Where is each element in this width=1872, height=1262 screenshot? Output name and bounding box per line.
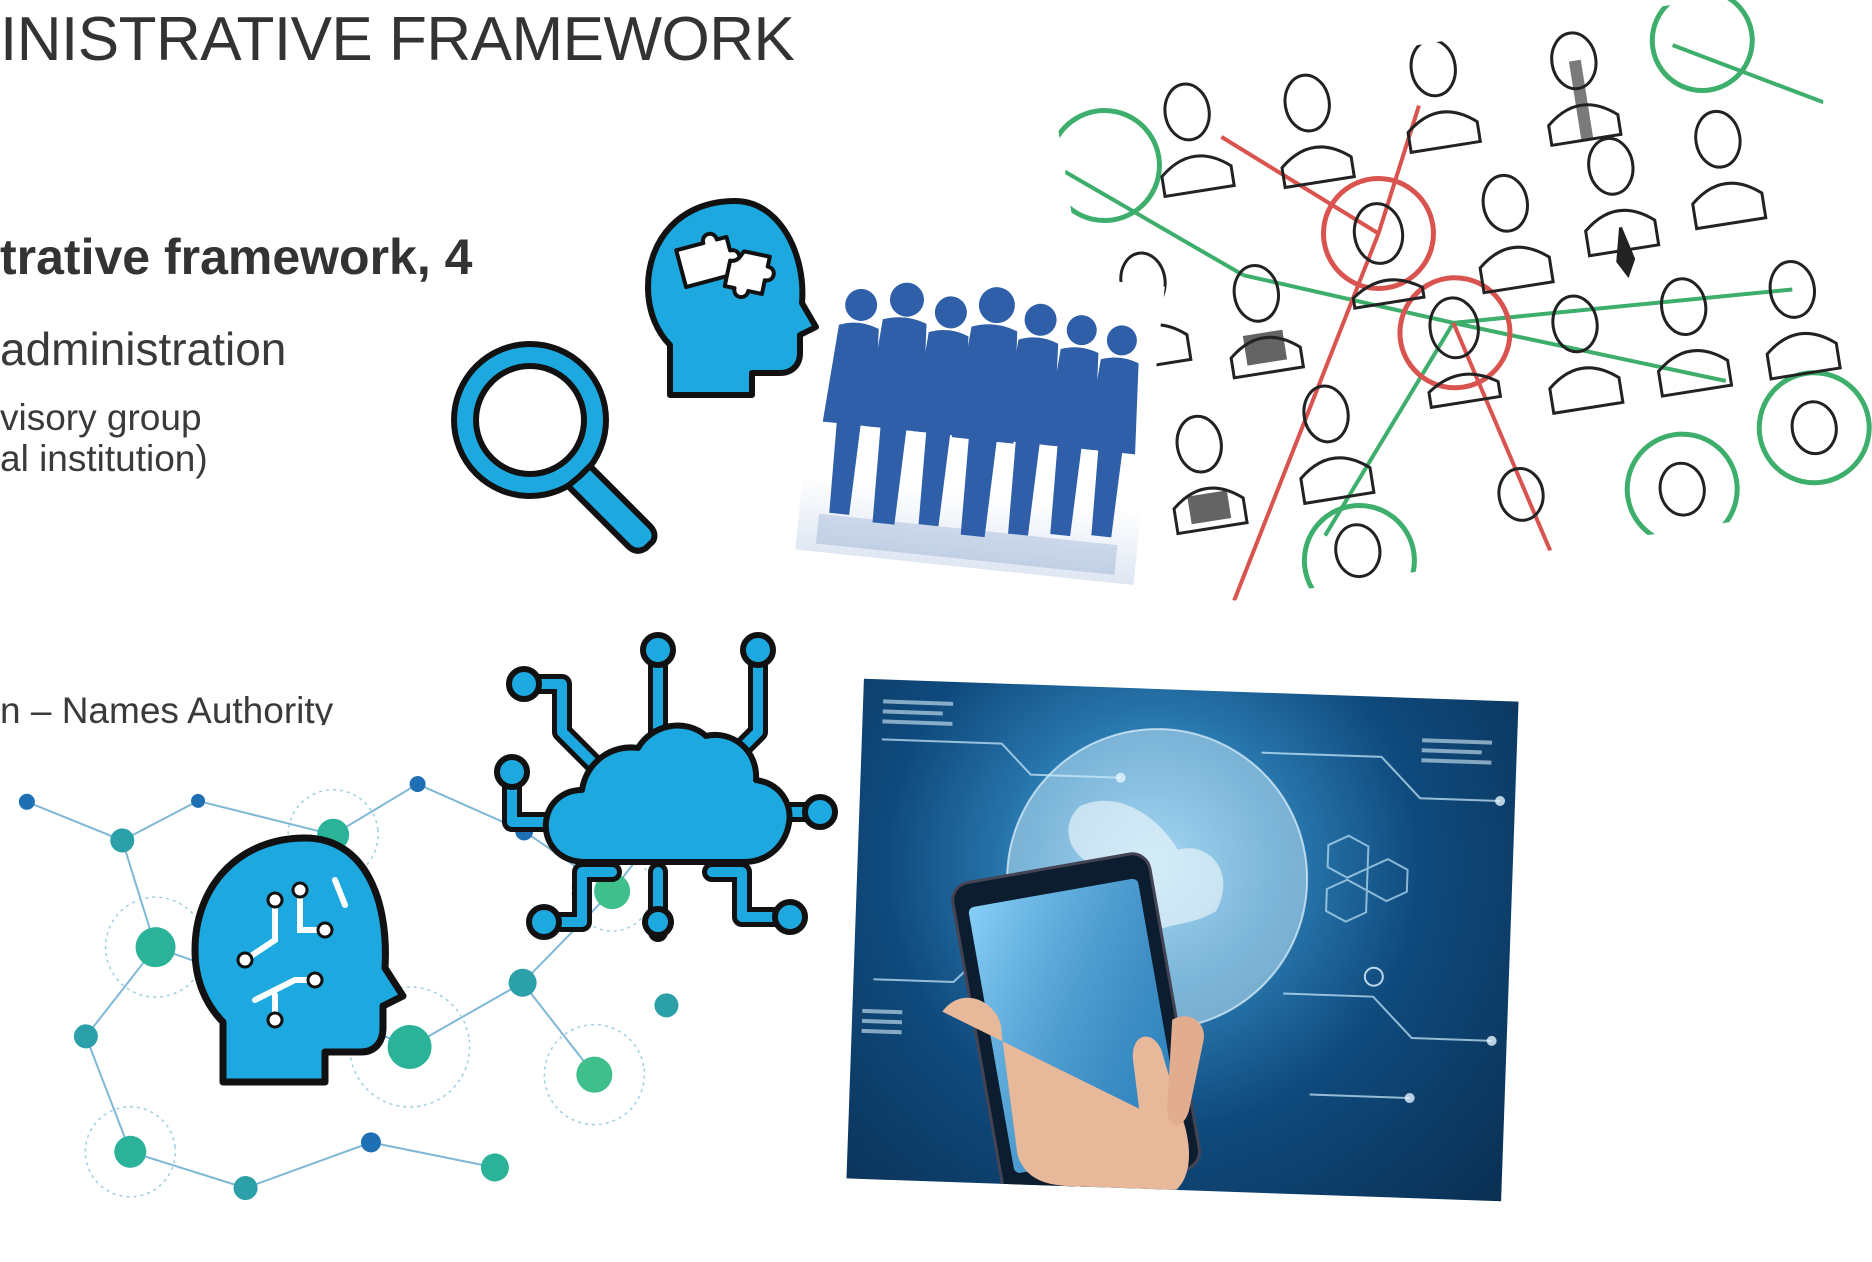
silhouettes-drawing — [815, 282, 1139, 575]
circuit-head-icon — [175, 830, 425, 1090]
slide-title: INISTRATIVE FRAMEWORK — [0, 5, 795, 74]
bullet-advisory-group-line-2: al institution) — [0, 438, 208, 479]
tech-collage-drawing — [861, 699, 1506, 1200]
bullet-advisory-group-line-1: visory group — [0, 397, 202, 438]
team-silhouettes-image — [795, 251, 1165, 585]
bullet-administration: administration — [0, 323, 287, 375]
digital-phone-globe-image — [846, 678, 1519, 1202]
magnifying-glass-icon — [440, 330, 660, 555]
people-network-drawing — [1054, 0, 1872, 617]
bullet-names-authority: n – Names Authority — [0, 690, 334, 731]
cloud-network-icon — [482, 622, 842, 942]
puzzle-head-icon — [640, 195, 825, 425]
section-heading: trative framework, 4 — [0, 229, 473, 285]
people-network-sketch-image — [1054, 0, 1872, 617]
